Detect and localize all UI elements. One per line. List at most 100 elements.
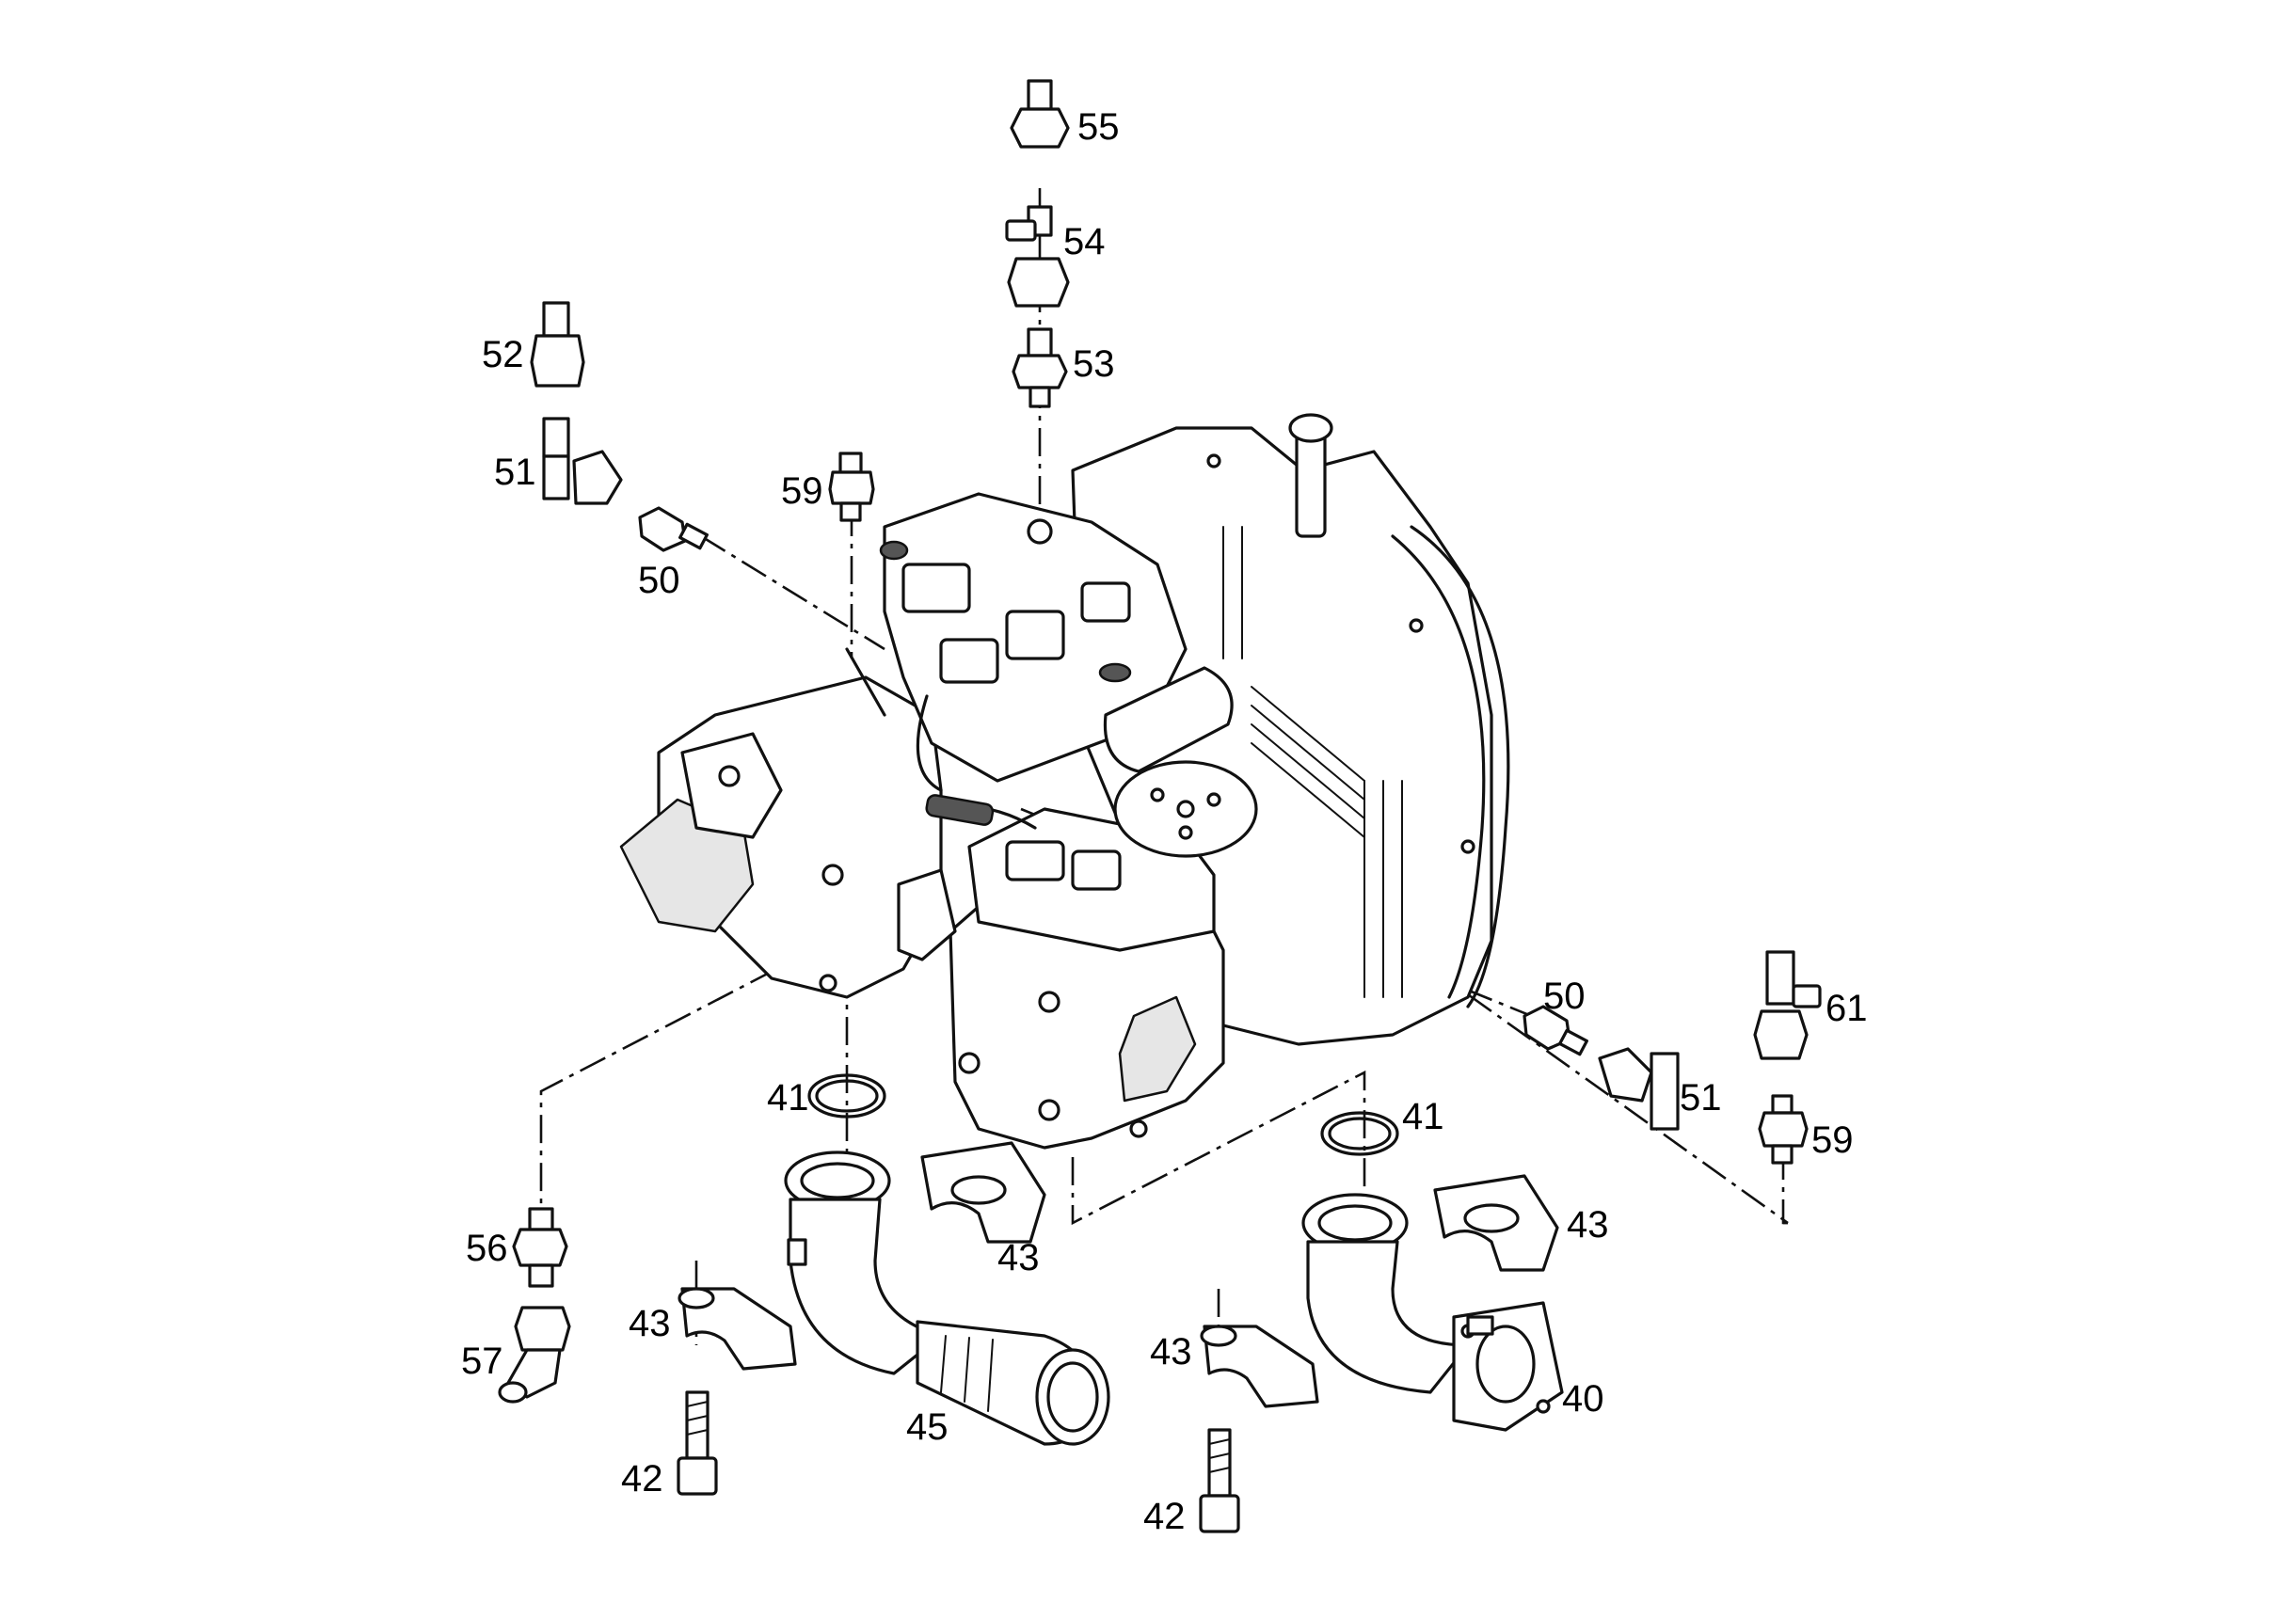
union-50-hex <box>638 506 687 552</box>
fitting-55-thread <box>1027 79 1053 111</box>
callout-50-left: 50 <box>638 560 680 601</box>
tee-51-right-nut <box>1598 1047 1653 1103</box>
callout-45: 45 <box>906 1406 949 1448</box>
callout-42-left: 42 <box>621 1458 663 1500</box>
callout-labels: 55 54 53 52 51 59 50 50 51 61 59 41 41 4… <box>461 106 1868 1537</box>
pipe-40-bore <box>1475 1325 1536 1404</box>
clamp-43-body <box>1433 1174 1559 1272</box>
solenoid-valve <box>939 638 999 684</box>
callout-59-right: 59 <box>1811 1119 1854 1161</box>
housing-bolt <box>1206 453 1221 468</box>
callout-42-right: 42 <box>1143 1496 1186 1537</box>
callout-41-left: 41 <box>767 1077 809 1119</box>
pump-bolt <box>821 864 844 886</box>
union-50-left <box>638 506 709 552</box>
pump-bolt <box>958 1052 981 1074</box>
union-50-right <box>1523 1005 1588 1056</box>
clamp-43-upper-left <box>920 1141 1046 1244</box>
rear-valve <box>1071 849 1122 891</box>
callout-43-upper-right: 43 <box>1567 1204 1609 1246</box>
pump-bolt <box>1129 1119 1148 1138</box>
clamp-43-lower-right <box>1200 1325 1319 1408</box>
front-pump-side-port <box>897 868 957 961</box>
housing-bolt <box>1409 618 1424 633</box>
pipe-45-elbow <box>789 1198 943 1375</box>
breather-tube <box>1295 431 1327 538</box>
pump-bolt <box>819 974 837 992</box>
fitting-52 <box>530 301 585 388</box>
elbow-57-end <box>498 1381 528 1404</box>
union-50-thread <box>678 522 709 550</box>
adapter-53-hex <box>1012 354 1068 389</box>
tee-61-nut <box>1753 1009 1809 1060</box>
tee-51-top <box>542 417 570 458</box>
clamp-43-upper-right <box>1433 1174 1559 1272</box>
bolt-42-head <box>1199 1494 1240 1533</box>
adapter-53 <box>1012 327 1068 408</box>
callout-43-upper-left: 43 <box>997 1237 1040 1278</box>
bolt-42-right <box>1199 1428 1240 1533</box>
pipe-40-elbow <box>1306 1240 1470 1394</box>
plug-59-right-thread <box>1771 1144 1794 1165</box>
lever <box>845 647 886 717</box>
plug-59-left <box>828 452 875 522</box>
plug-59-right-hex <box>1758 1111 1809 1148</box>
callout-56: 56 <box>466 1228 508 1269</box>
plug-59-right <box>1758 1094 1809 1165</box>
fitting-55 <box>1010 79 1070 149</box>
cover-plate-bolt <box>1178 825 1193 840</box>
callout-55: 55 <box>1077 106 1120 148</box>
plug-59-right-top <box>1771 1094 1794 1115</box>
adapter-53-thread <box>1028 386 1051 408</box>
clamp-43-body <box>920 1141 1046 1244</box>
tee-61-top <box>1765 950 1795 1006</box>
callout-43-lower-left: 43 <box>629 1303 671 1344</box>
callout-57: 57 <box>461 1341 503 1382</box>
cover-plate-bolt <box>1206 792 1221 807</box>
flywheel-housing-edge-inner <box>1391 534 1486 999</box>
pump-transmission-unit <box>619 413 1510 1150</box>
pump-bolt <box>718 765 741 787</box>
plug-59-hex <box>828 470 875 505</box>
tee-51-right-body <box>1650 1052 1680 1131</box>
tee-fitting-54 <box>1005 205 1070 308</box>
solenoid-valve <box>1080 581 1131 623</box>
tee-fitting-51-left <box>542 417 623 505</box>
bolt-42-head <box>677 1456 718 1496</box>
cooling-ribs <box>1222 526 1403 998</box>
rear-pump-port <box>1118 995 1197 1103</box>
callout-61: 61 <box>1826 988 1868 1029</box>
fitting-56 <box>512 1207 568 1288</box>
callout-50-right: 50 <box>1543 976 1586 1017</box>
fitting-52-thread <box>542 301 570 338</box>
connector-plug <box>879 540 909 561</box>
flange-hole <box>1536 1399 1551 1414</box>
housing-bolt <box>1460 839 1475 854</box>
callout-52: 52 <box>482 334 524 375</box>
callout-41-right: 41 <box>1402 1096 1444 1137</box>
tee-61-branch <box>1792 984 1822 1008</box>
tee-54-branch <box>1005 219 1037 242</box>
pipe-45-nipple <box>787 1238 807 1266</box>
callout-51-left: 51 <box>494 452 536 493</box>
fitting-52-hex <box>530 334 585 388</box>
pump-bolt <box>1038 991 1060 1013</box>
fitting-56-top <box>528 1207 554 1231</box>
clamp-43-body <box>1203 1325 1319 1408</box>
callout-40: 40 <box>1562 1378 1604 1420</box>
clamp-43-body <box>680 1287 797 1371</box>
cover-plate-bolt <box>1150 787 1165 802</box>
elbow-57-nut <box>514 1306 571 1352</box>
rear-solenoid <box>1005 840 1065 881</box>
fitting-56-thread <box>528 1263 554 1288</box>
fitting-55-hex <box>1010 107 1070 149</box>
connector-plug <box>1098 662 1132 683</box>
fitting-56-hex <box>512 1228 568 1267</box>
breather-cap <box>1288 413 1333 443</box>
electrical-connector <box>925 794 995 826</box>
clamp-43-lower-left <box>678 1287 797 1371</box>
tee-54-nut <box>1007 257 1070 308</box>
pipe-40 <box>1301 1193 1564 1432</box>
